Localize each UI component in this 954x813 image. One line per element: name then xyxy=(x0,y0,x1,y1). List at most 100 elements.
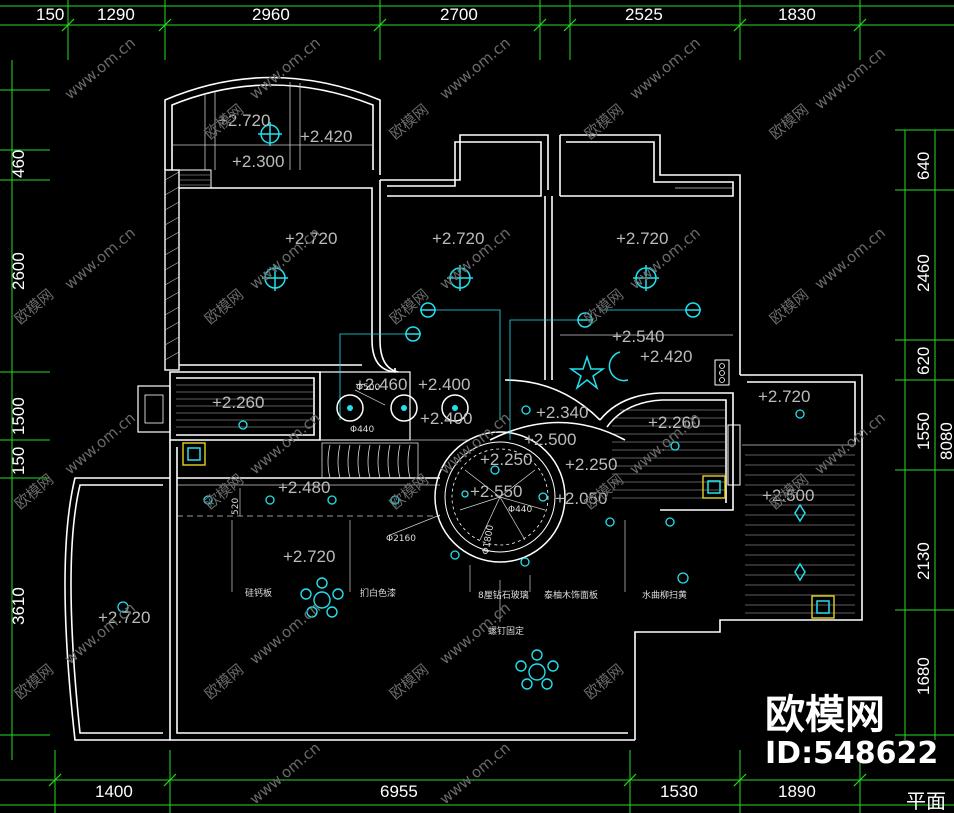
downlight-icon xyxy=(795,409,805,419)
ceiling-light-icon xyxy=(262,265,288,291)
anno-d1800: Φ1800 xyxy=(481,524,496,556)
downlight-icon xyxy=(117,601,129,613)
dim-top-5: 2525 xyxy=(625,5,663,24)
dim-right-5: 2130 xyxy=(914,542,933,580)
watermark-text: 欧模网 xyxy=(201,285,247,328)
circular-ceiling xyxy=(434,379,626,563)
brand-name: 欧模网 xyxy=(765,692,885,738)
downlight-icon xyxy=(461,490,469,498)
downlight-icon xyxy=(327,495,337,505)
watermark-url: www.om.cn xyxy=(246,409,324,478)
elev-circle-1: +2.340 xyxy=(536,403,588,422)
dim-bottom-4: 1890 xyxy=(778,782,816,801)
watermark-text: 欧模网 xyxy=(11,285,57,328)
dim-left-3: 1500 xyxy=(9,397,28,435)
brand-id: ID:548622 xyxy=(765,736,938,771)
watermark-url: www.om.cn xyxy=(811,409,889,478)
elev-balcony-3: +2.300 xyxy=(232,152,284,171)
elev-living: +2.720 xyxy=(283,547,335,566)
downlight-icon xyxy=(670,441,680,451)
ceiling-light-icon xyxy=(633,265,659,291)
brand-logo: 欧模网 ID:548622 xyxy=(765,692,938,771)
dim-top-1: 150 xyxy=(36,5,64,24)
watermark-url: www.om.cn xyxy=(436,739,514,808)
elev-circle-2: +2.500 xyxy=(524,430,576,449)
watermark-text: 欧模网 xyxy=(386,285,432,328)
annotations: Φ500 Φ440 Φ440 Φ2160 Φ1800 520 硅钙板 扪白色漆 … xyxy=(231,383,687,637)
watermark-url: www.om.cn xyxy=(61,34,139,103)
anno-d520: 520 xyxy=(231,498,241,515)
watermark-url: www.om.cn xyxy=(811,224,889,293)
elev-left-room: +2.720 xyxy=(98,608,150,627)
watermark-text: 欧模网 xyxy=(581,285,627,328)
ceiling-light-icon xyxy=(258,122,282,146)
elev-right-room: +2.500 xyxy=(762,486,814,505)
watermark-text: 欧模网 xyxy=(201,660,247,703)
exhaust-fan-icon xyxy=(702,475,726,499)
elev-wash-1: +2.460 xyxy=(355,375,407,394)
elev-right-corridor: +2.260 xyxy=(648,413,700,432)
elev-balcony-1: +2.720 xyxy=(218,111,270,130)
drawing-title: 平面 xyxy=(906,789,946,813)
downlight-icon xyxy=(390,495,400,505)
dim-right-6: 1680 xyxy=(914,657,933,695)
dim-top-4: 2700 xyxy=(440,5,478,24)
dim-right-3: 620 xyxy=(914,347,933,375)
watermark-url: www.om.cn xyxy=(246,739,324,808)
dim-top-3: 2960 xyxy=(252,5,290,24)
anno-note1: 硅钙板 xyxy=(245,587,272,599)
watermark-url: www.om.cn xyxy=(626,34,704,103)
anno-note2: 扪白色漆 xyxy=(360,587,396,599)
anno-d2160: Φ2160 xyxy=(386,534,416,544)
downlight-icon xyxy=(265,495,275,505)
dim-bottom-1: 1400 xyxy=(95,782,133,801)
elev-circle-5: +2.550 xyxy=(470,482,522,501)
watermark-url: www.om.cn xyxy=(246,599,324,668)
watermark-url: www.om.cn xyxy=(811,44,889,113)
anno-note5: 水曲柳扫黄 xyxy=(642,589,687,601)
watermark-url: www.om.cn xyxy=(61,409,139,478)
downlight-icon xyxy=(677,572,689,584)
elev-wash-2: +2.400 xyxy=(418,375,470,394)
round-light-icon xyxy=(441,394,469,422)
elev-corridor-left: +2.260 xyxy=(212,393,264,412)
dim-right-4: 1550 xyxy=(914,412,933,450)
elev-mid-right-1: +2.540 xyxy=(612,327,664,346)
watermark-url: www.om.cn xyxy=(246,34,324,103)
anno-d500: Φ500 xyxy=(356,383,381,393)
elev-bedroom-right: +2.720 xyxy=(616,229,668,248)
downlight-icon xyxy=(538,492,548,502)
anno-note4: 泰柚木饰面板 xyxy=(544,589,598,601)
elevation-labels: +2.720 +2.420 +2.300 +2.720 +2.720 +2.72… xyxy=(98,111,814,627)
downlight-icon xyxy=(490,465,500,475)
downlight-icon xyxy=(605,517,615,527)
watermark-text: 欧模网 xyxy=(11,660,57,703)
downlight-icon xyxy=(520,557,530,567)
downlight-icon xyxy=(238,420,248,430)
downlight-icon xyxy=(450,550,460,560)
elev-circle-4: +2.250 xyxy=(565,455,617,474)
light-fixtures xyxy=(117,122,835,690)
elev-circle-3: +2.250 xyxy=(480,450,532,469)
watermark-text: 欧模网 xyxy=(386,470,432,513)
star-light-icon xyxy=(568,354,606,391)
dim-left-5: 3610 xyxy=(9,587,28,625)
diamond-light-icon xyxy=(794,503,806,523)
anno-note6: 螺钉固定 xyxy=(488,625,524,637)
chandelier-icon xyxy=(515,649,559,690)
elev-bedroom-left: +2.720 xyxy=(285,229,337,248)
diamond-light-icon xyxy=(794,562,806,582)
dim-bottom-3: 1530 xyxy=(660,782,698,801)
downlight-icon xyxy=(521,405,531,415)
watermark-url: www.om.cn xyxy=(61,224,139,293)
elev-right-small: +2.720 xyxy=(758,387,810,406)
dim-left-2: 2600 xyxy=(9,252,28,290)
dim-top-2: 1290 xyxy=(97,5,135,24)
elev-wash-3: +2.400 xyxy=(420,409,472,428)
walls xyxy=(64,76,863,741)
dim-right-2: 2460 xyxy=(914,254,933,292)
dim-bottom-2: 6955 xyxy=(380,782,418,801)
round-light-icon xyxy=(336,394,364,422)
